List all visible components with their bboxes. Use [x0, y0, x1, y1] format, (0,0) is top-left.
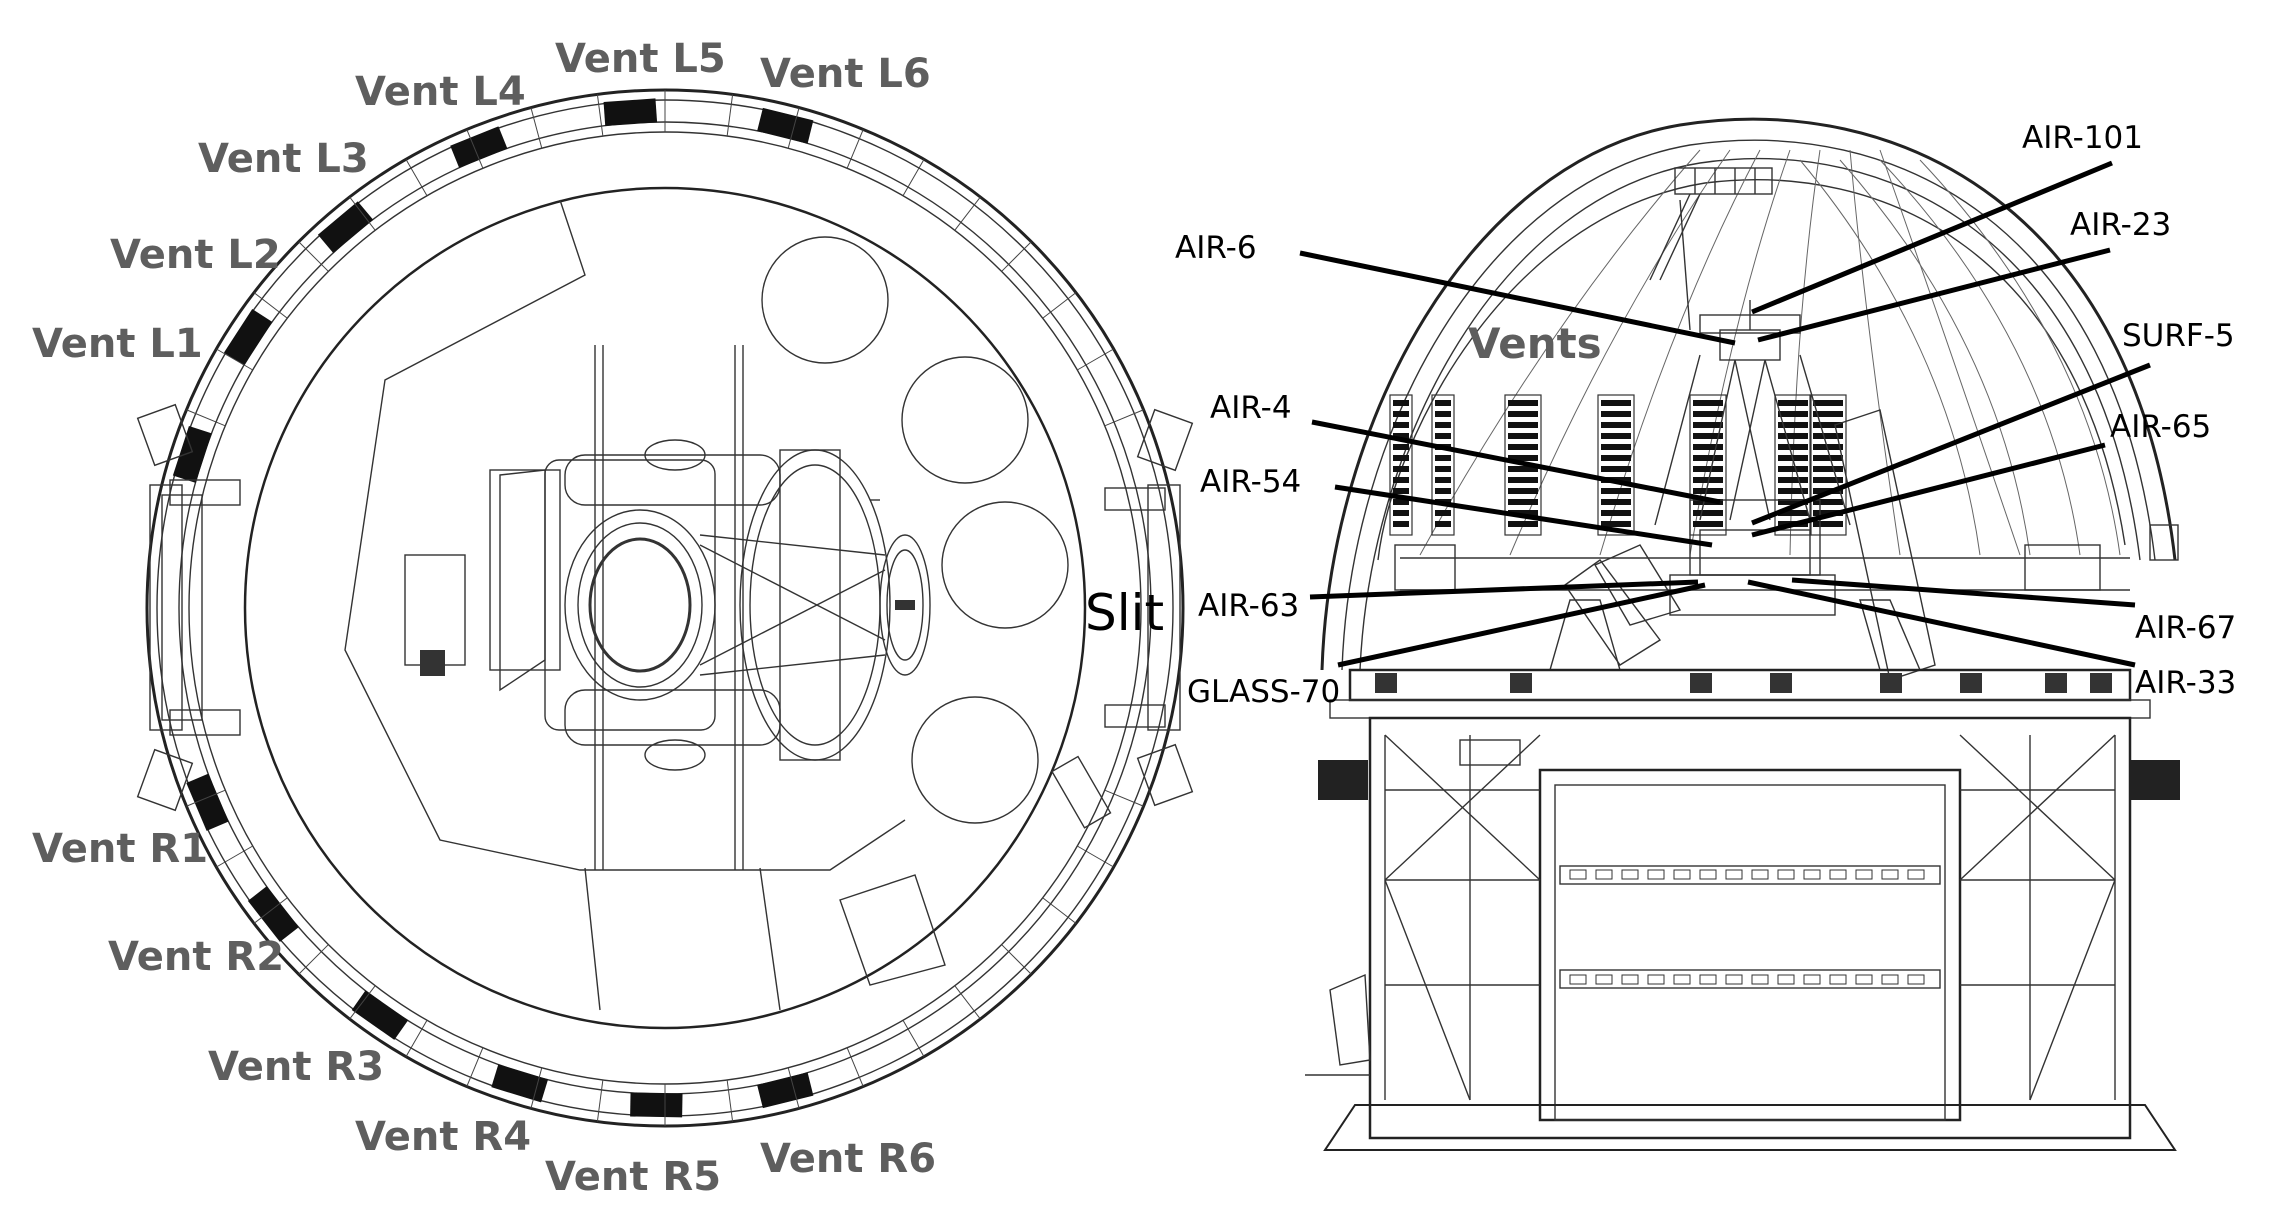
- vent-label-l4: Vent L4: [355, 69, 526, 115]
- sensor-label-air-6: AIR-6: [1175, 230, 1257, 266]
- vent-block: [757, 107, 814, 144]
- vent-block: [630, 1092, 683, 1118]
- vent-label-l2: Vent L2: [110, 232, 281, 278]
- callout-surf-5: [1751, 362, 2151, 526]
- left-door-frame: [136, 403, 241, 812]
- callout-air-23: [1757, 247, 2111, 343]
- sensor-label-glass-70: GLASS-70: [1187, 674, 1340, 710]
- floor-circles: [761, 236, 1069, 824]
- upper-platform: [1649, 167, 1773, 331]
- dome-top-view: Vent L1 Vent L2 Vent L3 Vent L4 Vent L5 …: [32, 36, 1194, 1200]
- vent-block: [247, 886, 299, 942]
- vent-label-l1: Vent L1: [32, 321, 203, 367]
- callout-air-65: [1751, 442, 2106, 538]
- sensor-label-air-4: AIR-4: [1210, 390, 1292, 426]
- floor-outline: [344, 199, 906, 871]
- sensor-label-air-33: AIR-33: [2135, 665, 2236, 701]
- vent-block: [317, 201, 374, 254]
- sensor-label-air-101: AIR-101: [2022, 120, 2143, 156]
- vent-label-r6: Vent R6: [760, 1136, 936, 1182]
- vent-block: [223, 308, 273, 366]
- building-structure: [1305, 716, 2180, 1151]
- beam-holes: [1569, 869, 1925, 985]
- vent-openings: [172, 98, 814, 1118]
- vent-label-l6: Vent L6: [760, 51, 931, 97]
- dome-side-view: Vents AIR-101 AIR-23 AIR-6 SURF-5 AIR-4 …: [1175, 117, 2236, 1151]
- callout-air-54: [1334, 484, 1713, 548]
- vent-window: [1504, 394, 1542, 536]
- vent-block: [450, 126, 508, 169]
- floor-bolts: [1375, 673, 2112, 693]
- sensor-label-air-67: AIR-67: [2135, 610, 2236, 646]
- rails: [594, 345, 744, 870]
- vent-block: [186, 773, 229, 831]
- vent-label-r2: Vent R2: [108, 934, 284, 980]
- callout-air-4: [1311, 419, 1721, 505]
- telescope: [404, 439, 931, 771]
- sensor-label-air-54: AIR-54: [1200, 464, 1301, 500]
- callout-air-101: [1751, 160, 2113, 315]
- vent-window: [1431, 394, 1455, 536]
- right-slit-frame: [1051, 408, 1194, 829]
- callout-air-6: [1299, 250, 1736, 346]
- vents-label: Vents: [1468, 319, 1602, 368]
- sensor-callouts: [1299, 160, 2151, 668]
- vent-label-l3: Vent L3: [198, 136, 369, 182]
- callout-air-63: [1309, 579, 1699, 600]
- vent-window: [1689, 394, 1727, 536]
- callout-air-67: [1791, 577, 2136, 608]
- vent-block: [351, 990, 409, 1040]
- slit-label: Slit: [1085, 584, 1164, 642]
- sensor-label-air-65: AIR-65: [2110, 409, 2211, 445]
- telescope-truss: [1549, 300, 1936, 681]
- vent-block: [603, 98, 658, 126]
- vent-label-r4: Vent R4: [355, 1114, 531, 1160]
- callout-air-33: [1747, 579, 2136, 668]
- sensor-label-air-63: AIR-63: [1198, 588, 1299, 624]
- vent-label-r1: Vent R1: [32, 826, 208, 872]
- vent-label-r3: Vent R3: [208, 1044, 384, 1090]
- vent-block: [491, 1064, 549, 1103]
- callout-glass-70: [1337, 582, 1706, 668]
- vent-block: [757, 1072, 814, 1109]
- vent-label-r5: Vent R5: [545, 1154, 721, 1200]
- ring-segments: [186, 90, 1144, 1126]
- vent-window: [1389, 394, 1413, 536]
- sensor-label-air-23: AIR-23: [2070, 207, 2171, 243]
- vent-block: [172, 425, 212, 483]
- sensor-label-surf-5: SURF-5: [2122, 318, 2235, 354]
- vent-label-l5: Vent L5: [555, 36, 726, 82]
